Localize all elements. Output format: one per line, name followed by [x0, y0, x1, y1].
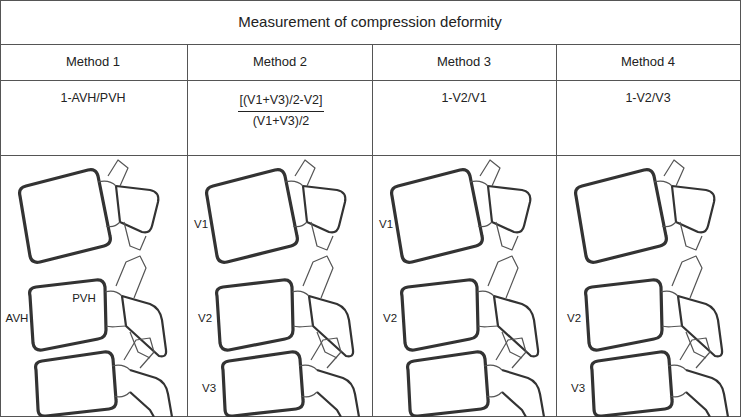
column-line [556, 44, 557, 417]
column-line [372, 44, 373, 417]
vertebra-label: V2 [198, 312, 212, 325]
table-grid [0, 44, 741, 417]
column-header: Method 3 [437, 55, 491, 69]
vertebra-label: V3 [202, 382, 216, 395]
height-label: PVH [72, 292, 96, 305]
spine-sketch [207, 160, 359, 417]
vertebra-label: V3 [571, 382, 585, 395]
vertebra-label: V2 [567, 312, 581, 325]
column-line [187, 44, 188, 417]
formula-cell: 1-V2/V3 [625, 92, 670, 106]
spine-sketch [20, 160, 172, 417]
spine-sketch [576, 160, 728, 417]
formula-numerator: [(V1+V3)/2-V2] [239, 94, 322, 108]
formula-cell: 1-AVH/PVH [60, 92, 125, 106]
fraction-bar [238, 111, 324, 112]
row-line [0, 44, 741, 45]
column-header: Method 2 [253, 55, 307, 69]
column-header: Method 4 [621, 55, 675, 69]
column-header: Method 1 [66, 55, 120, 69]
height-label: AVH [6, 312, 29, 325]
vertebra-label: V1 [379, 218, 393, 231]
row-line [0, 80, 741, 81]
vertebra-label: V1 [194, 218, 208, 231]
row-line [0, 155, 741, 156]
table-title: Measurement of compression deformity [238, 14, 501, 31]
formula-denominator: (V1+V3)/2 [253, 115, 310, 129]
formula-cell: 1-V2/V1 [441, 92, 486, 106]
spine-sketch [392, 160, 544, 417]
vertebra-label: V2 [383, 312, 397, 325]
